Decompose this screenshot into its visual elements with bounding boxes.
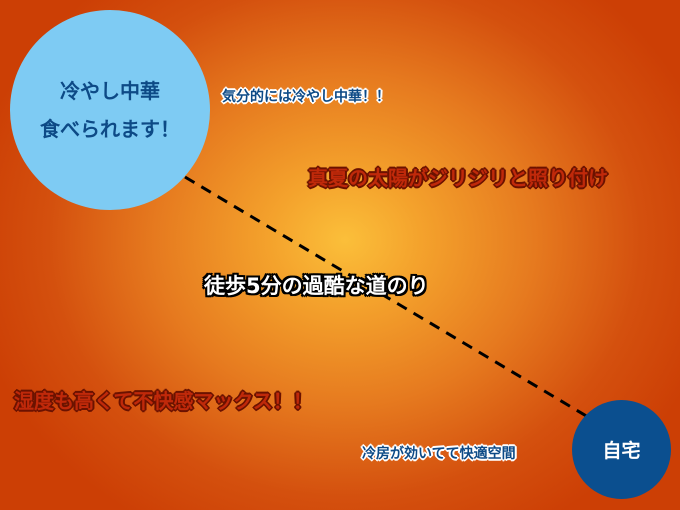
humidity-condition-text: 湿度も高くて不快感マックス！！ xyxy=(14,389,313,413)
destination-circle: 冷やし中華 食べられます！ xyxy=(10,10,210,210)
home-note: 冷房が効いてて快適空間 xyxy=(362,446,516,462)
destination-line2: 食べられます！ xyxy=(40,117,180,141)
route-label: 徒歩5分の過酷な道のり xyxy=(204,274,429,298)
destination-line1: 冷やし中華 xyxy=(60,79,160,103)
sun-condition-text: 真夏の太陽がジリジリと照り付け xyxy=(308,166,608,190)
home-circle: 自宅 xyxy=(572,400,671,499)
home-label: 自宅 xyxy=(602,440,641,462)
destination-note: 気分的には冷やし中華！！ xyxy=(222,89,390,105)
